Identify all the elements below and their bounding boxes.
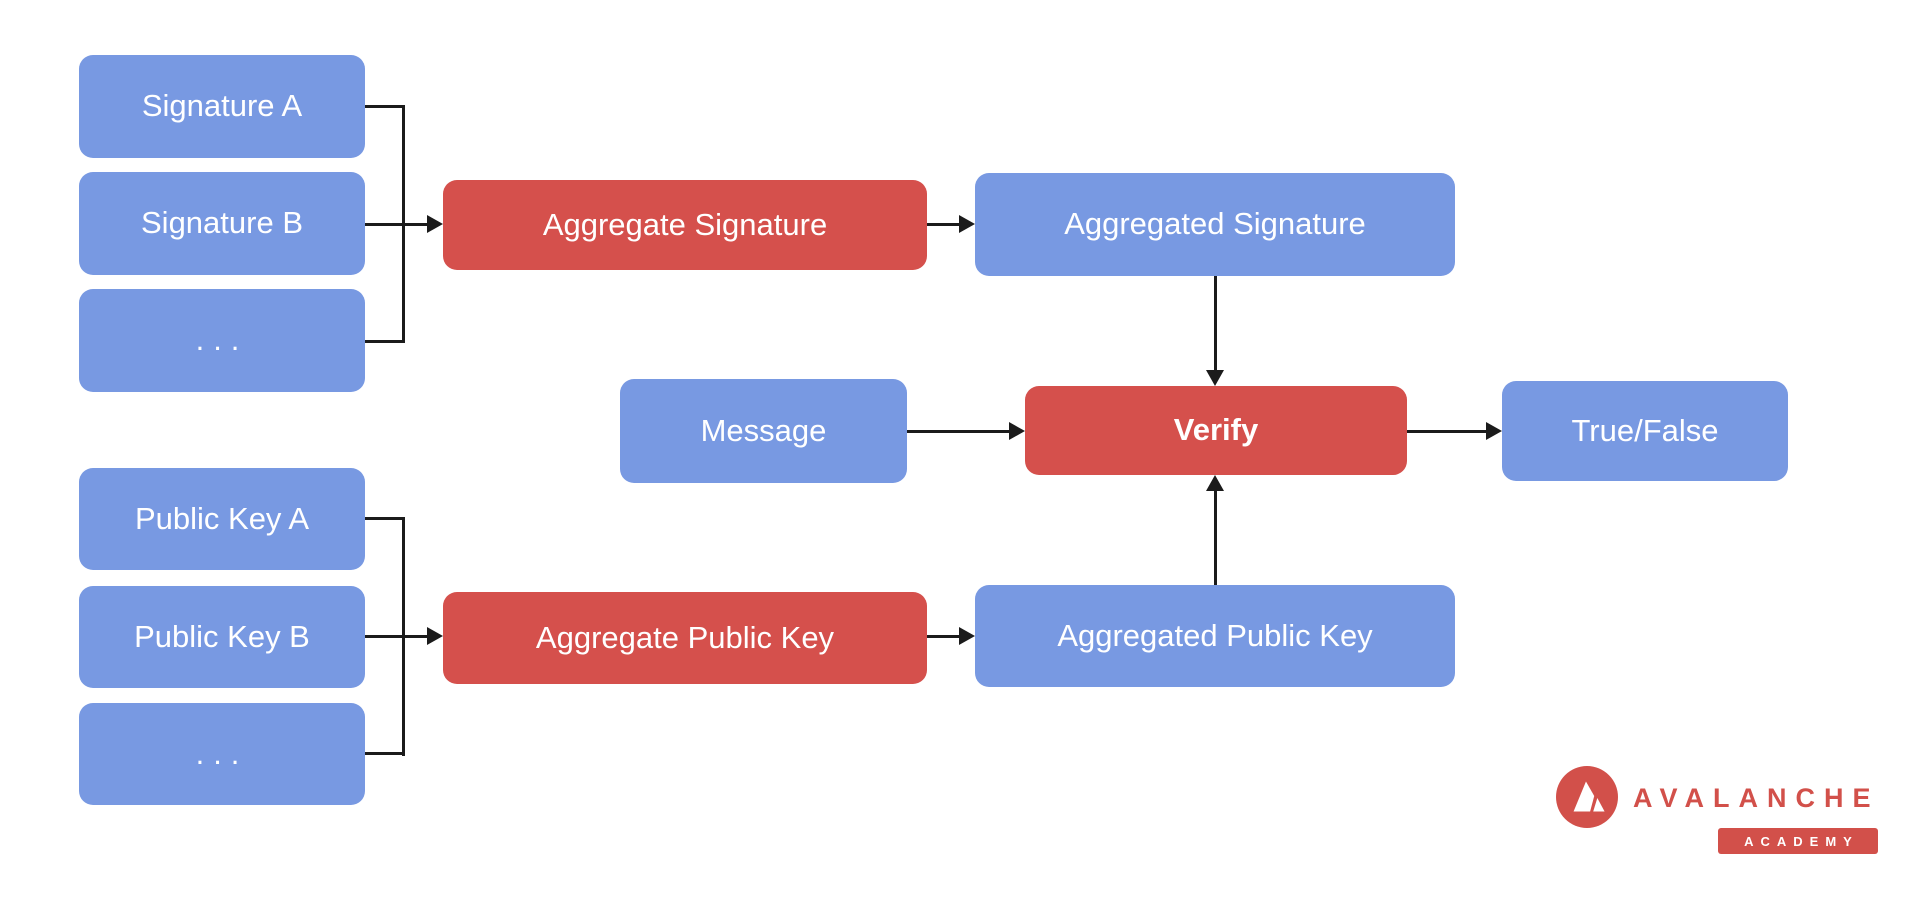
node-public-key-a-label: Public Key A <box>134 500 310 536</box>
node-public-key-ellipsis: ... <box>79 703 365 805</box>
arrowhead-message-to-verify <box>1009 422 1025 440</box>
node-verify: Verify <box>1025 386 1407 475</box>
connector-public-key-a <box>365 517 403 520</box>
arrowhead-to-true-false <box>1486 422 1502 440</box>
arrowhead-to-aggregate-signature <box>427 215 443 233</box>
node-signature-ellipsis-label: ... <box>195 322 249 358</box>
connector-signature-b <box>365 223 427 226</box>
node-signature-a: Signature A <box>79 55 365 158</box>
node-signature-b-label: Signature B <box>141 205 303 241</box>
connector-aggregate-to-aggregated-signature <box>927 223 959 226</box>
node-signature-b: Signature B <box>79 172 365 275</box>
arrowhead-to-aggregate-public-key <box>427 627 443 645</box>
connector-verify-to-true-false <box>1407 430 1486 433</box>
connector-message-to-verify <box>907 430 1009 433</box>
node-aggregated-public-key: Aggregated Public Key <box>975 585 1455 687</box>
node-message-label: Message <box>700 412 827 448</box>
arrowhead-down-to-verify <box>1206 370 1224 386</box>
node-aggregate-signature-label: Aggregate Signature <box>542 206 828 242</box>
node-aggregate-signature: Aggregate Signature <box>443 180 927 270</box>
brand-name: AVALANCHE <box>1633 783 1880 813</box>
node-aggregated-public-key-label: Aggregated Public Key <box>1057 617 1373 653</box>
connector-aggregated-signature-to-verify <box>1214 276 1217 370</box>
avalanche-logo-icon <box>1556 766 1618 828</box>
node-aggregate-public-key-label: Aggregate Public Key <box>535 619 835 655</box>
node-signature-a-label: Signature A <box>141 88 303 124</box>
connector-public-key-b <box>365 635 427 638</box>
node-aggregated-signature-label: Aggregated Signature <box>1064 206 1366 242</box>
node-public-key-ellipsis-label: ... <box>195 735 249 771</box>
node-verify-label: Verify <box>1173 412 1259 448</box>
arrowhead-up-to-verify <box>1206 475 1224 491</box>
node-public-key-a: Public Key A <box>79 468 365 570</box>
connector-signature-ellipsis <box>365 340 403 343</box>
node-public-key-b-label: Public Key B <box>134 618 310 654</box>
node-aggregated-signature: Aggregated Signature <box>975 173 1455 276</box>
connector-signature-a <box>365 105 403 108</box>
node-public-key-b: Public Key B <box>79 586 365 688</box>
node-signature-ellipsis: ... <box>79 289 365 392</box>
node-message: Message <box>620 379 907 483</box>
brand-badge: ACADEMY <box>1718 828 1878 854</box>
connector-public-key-ellipsis <box>365 752 403 755</box>
node-true-false-label: True/False <box>1571 412 1719 448</box>
connector-aggregated-public-key-to-verify <box>1214 491 1217 585</box>
arrowhead-to-aggregated-public-key <box>959 627 975 645</box>
node-aggregate-public-key: Aggregate Public Key <box>443 592 927 684</box>
connector-aggregate-to-aggregated-public-key <box>927 635 959 638</box>
arrowhead-to-aggregated-signature <box>959 215 975 233</box>
node-true-false: True/False <box>1502 381 1788 481</box>
